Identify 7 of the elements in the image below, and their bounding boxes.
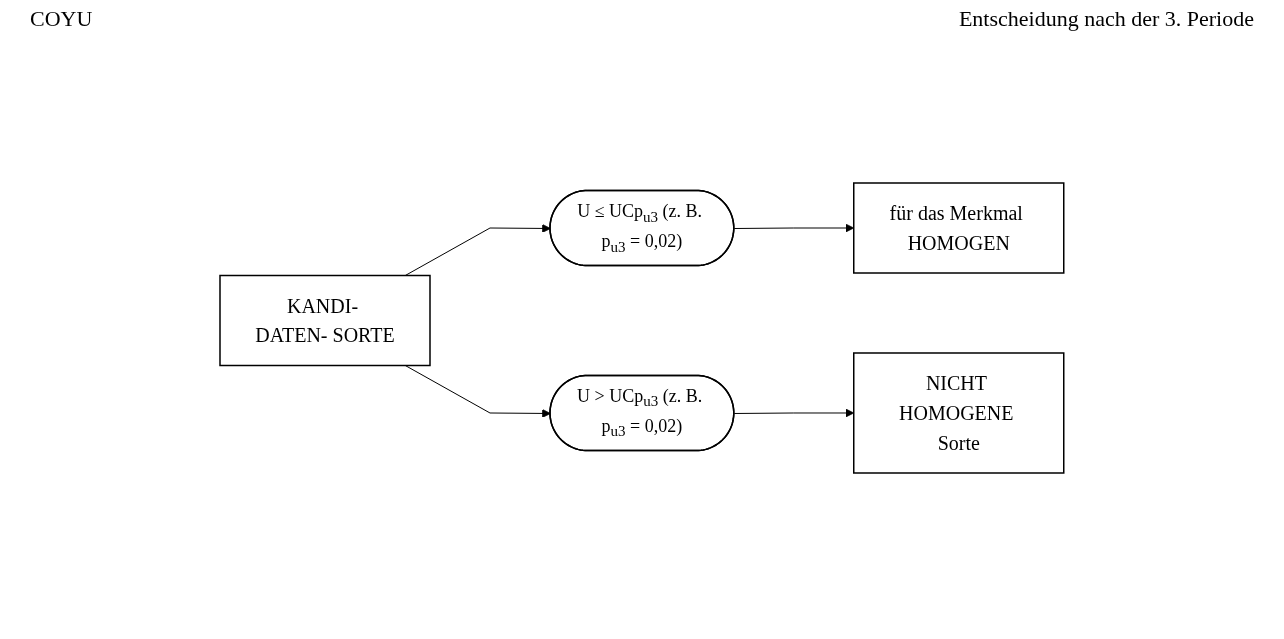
heading-label: Entscheidung nach der 3. Periode xyxy=(958,6,1254,32)
arrow xyxy=(404,365,551,418)
node-box: NICHT HOMOGENE Sorte xyxy=(853,352,1065,474)
node-box: KANDI- DATEN- SORTE xyxy=(219,274,431,367)
arrow xyxy=(404,224,551,276)
node-box: für das Merkmal HOMOGEN xyxy=(853,182,1065,274)
heading-label: COYU xyxy=(30,6,93,32)
